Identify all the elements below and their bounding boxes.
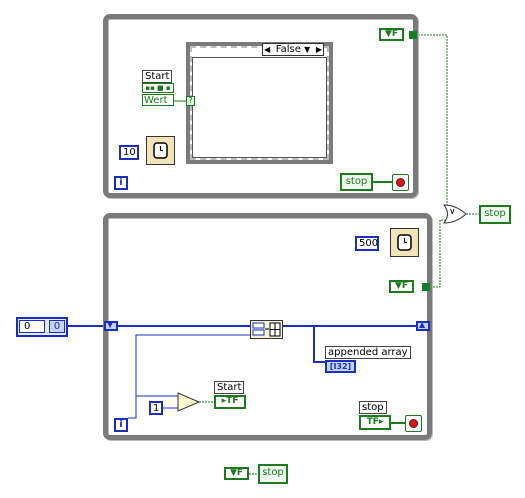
bool-tf-icon: ▼ — [229, 468, 237, 478]
or-node-label: ∨ — [449, 207, 456, 217]
unbundle-element[interactable]: Wert — [142, 94, 174, 106]
up-arrow-icon: ▲ — [419, 320, 426, 329]
start-indicator[interactable]: ▸TF — [214, 395, 246, 409]
build-array-node[interactable] — [250, 320, 283, 339]
compare-constant[interactable]: 1 — [149, 401, 163, 415]
or-gate-icon — [442, 204, 467, 224]
tf-arrow-icon: ▸ — [221, 396, 227, 406]
case-dropdown-icon[interactable]: ▼ — [304, 45, 311, 54]
top-bool-shift-out — [409, 31, 417, 39]
shift-register-left[interactable]: ▼ — [104, 320, 118, 331]
bottom-stop-terminal-icon[interactable] — [405, 415, 422, 432]
case-next-arrow-icon[interactable]: ▶ — [315, 45, 322, 54]
case-selector-terminal[interactable]: ? — [186, 96, 195, 106]
bottom-bool-shift-out — [422, 283, 430, 291]
wire-array-to-indicator — [313, 326, 326, 363]
tf-arrow-icon: ▸ — [378, 417, 384, 427]
top-stop-terminal-icon[interactable] — [392, 174, 409, 191]
bottom-loop-iteration-terminal[interactable]: i — [114, 418, 128, 432]
down-arrow-icon: ▼ — [107, 320, 114, 329]
wire-top-bool — [415, 34, 452, 209]
array-element-field[interactable]: 0 — [49, 320, 65, 333]
case-selector-label: False — [275, 44, 301, 55]
bottom-local-bool-constant[interactable]: ▼F — [224, 467, 249, 480]
greater-than-icon — [177, 392, 201, 412]
wire-counter — [128, 334, 250, 419]
start-cluster-icon[interactable]: ▪▪ ■ ▪ — [142, 83, 174, 93]
bottom-local-stop[interactable]: stop — [258, 464, 288, 484]
appended-array-indicator[interactable]: [I32] — [325, 360, 356, 373]
top-while-loop[interactable] — [103, 14, 418, 198]
case-prev-arrow-icon[interactable]: ◀ — [264, 45, 271, 54]
bottom-wait-ms-constant[interactable]: 500 — [355, 236, 379, 251]
bool-tf-icon: ▼ — [394, 281, 402, 291]
bottom-wait-timer-icon[interactable] — [390, 228, 419, 257]
top-stop-control[interactable]: stop — [340, 173, 373, 191]
build-array-icon — [252, 322, 281, 337]
wait-timer-icon[interactable] — [146, 136, 175, 165]
appended-array-label: appended array — [325, 346, 411, 359]
wait-ms-constant[interactable]: 10 — [119, 145, 139, 160]
shift-register-right[interactable]: ▲ — [416, 320, 430, 331]
case-structure-interior — [192, 57, 327, 158]
case-selector[interactable]: ◀ False ▼ ▶ — [262, 43, 324, 56]
bottom-bool-constant[interactable]: ▼F — [389, 280, 414, 293]
bottom-stop-label: stop — [359, 401, 387, 414]
bottom-stop-control[interactable]: TF▸ — [359, 415, 391, 430]
wire-bottom-bool — [430, 219, 452, 288]
start-indicator-label: Start — [214, 381, 245, 394]
array-index-field[interactable]: 0 — [19, 320, 45, 333]
top-loop-iteration-terminal[interactable]: i — [114, 176, 128, 190]
start-cluster-label: Start — [142, 70, 173, 83]
bool-tf-icon: ▼ — [384, 29, 392, 39]
stop-indicator-right[interactable]: stop — [479, 205, 511, 224]
top-bool-constant[interactable]: ▼F — [379, 28, 404, 41]
